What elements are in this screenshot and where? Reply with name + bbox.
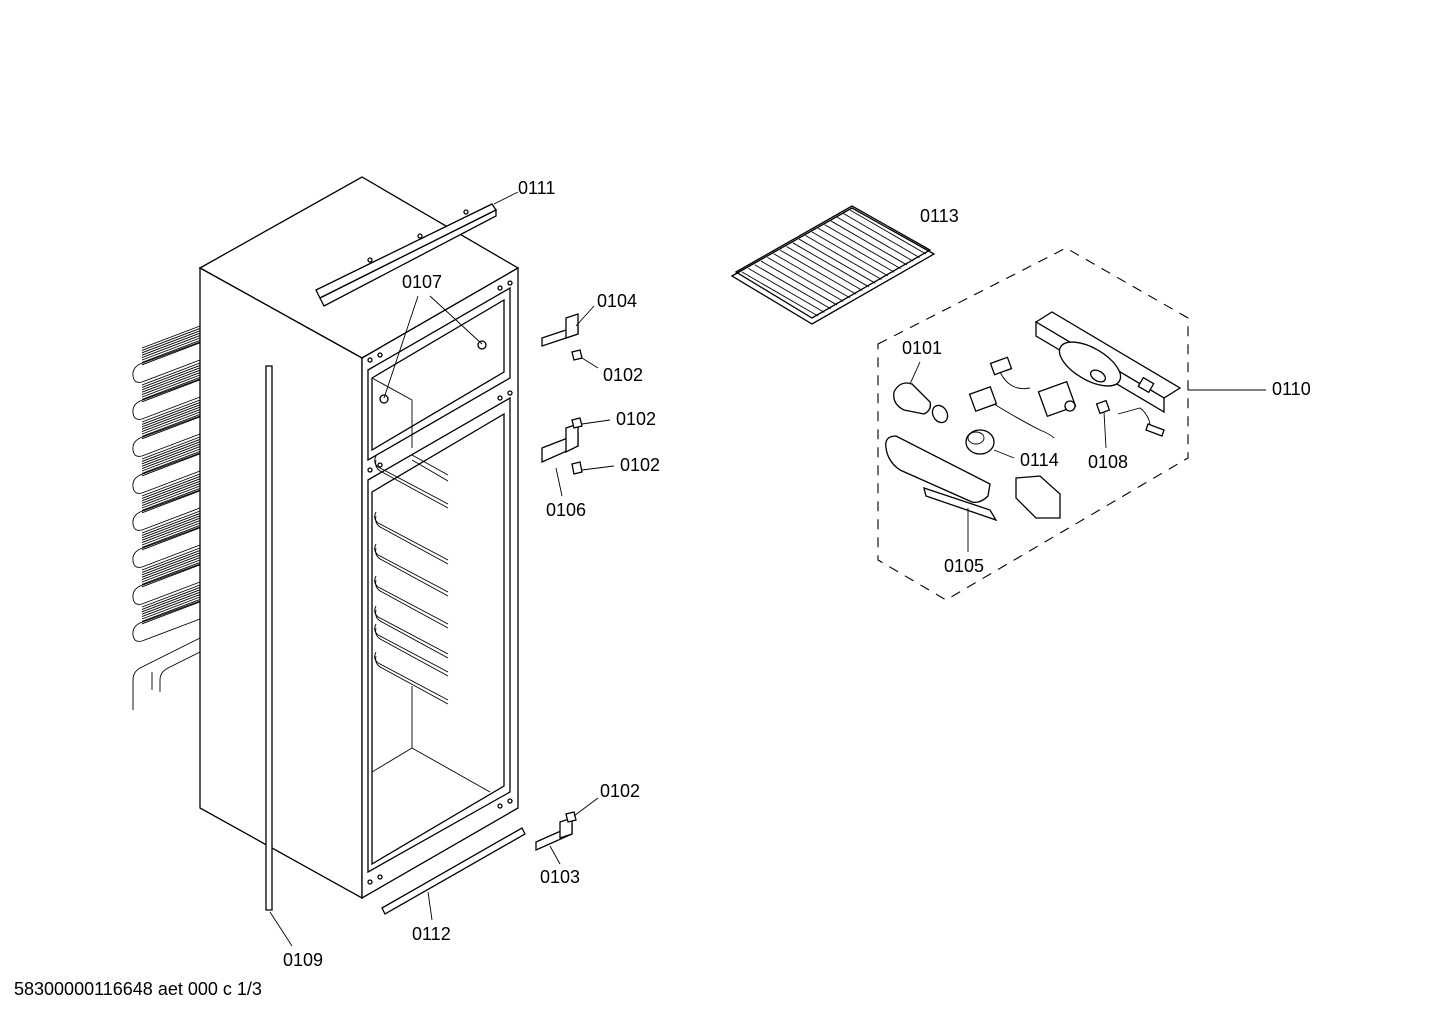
hinge-bracket-bottom: [535, 811, 577, 852]
hinge-bracket-middle: [541, 417, 583, 475]
label-0114: 0114: [1020, 450, 1059, 470]
screw-holes: [367, 280, 513, 885]
label-0109: 0109: [283, 950, 323, 970]
thermostat-knob: [965, 429, 995, 455]
drawing-code: 58300000116648 aet 000 c 1/3: [14, 979, 262, 999]
label-0108: 0108: [1088, 452, 1128, 472]
top-bracket: [315, 203, 497, 307]
bottom-strip: [381, 827, 526, 915]
hinge-bracket-top: [541, 313, 583, 361]
condenser-coil: [132, 325, 201, 710]
label-0112: 0112: [412, 924, 451, 944]
leader-lines: [269, 191, 1266, 947]
label-0102-d: 0102: [600, 781, 640, 801]
label-0106: 0106: [546, 500, 586, 520]
thermostat-housing: [1034, 311, 1182, 414]
wire-shelf: [730, 205, 936, 325]
refrigerator-cabinet: [198, 176, 520, 900]
label-0103: 0103: [540, 867, 580, 887]
shelf-supports: [374, 454, 449, 705]
light-bulb: [893, 382, 949, 424]
label-0102-c: 0102: [620, 455, 660, 475]
lamp-cover: [885, 435, 1061, 522]
label-0102-b: 0102: [616, 409, 656, 429]
wiring-harness: [968, 356, 1077, 439]
label-0111: 0111: [518, 178, 555, 198]
label-0113: 0113: [920, 206, 959, 226]
cover-screw-left: [379, 394, 389, 404]
label-0104: 0104: [597, 291, 637, 311]
label-0102-a: 0102: [603, 365, 643, 385]
label-0110: 0110: [1272, 379, 1311, 399]
label-0101: 0101: [902, 338, 942, 358]
label-0105: 0105: [944, 556, 984, 576]
label-0107: 0107: [402, 272, 442, 292]
thermostat-light-assembly-group: [877, 247, 1189, 601]
cover-screw-right: [477, 340, 487, 350]
side-strip: [265, 365, 273, 911]
door-switch: [1095, 399, 1165, 437]
part-labels: 0111 0107 0104 0102 0102 0102 0106 0102 …: [283, 178, 1311, 970]
